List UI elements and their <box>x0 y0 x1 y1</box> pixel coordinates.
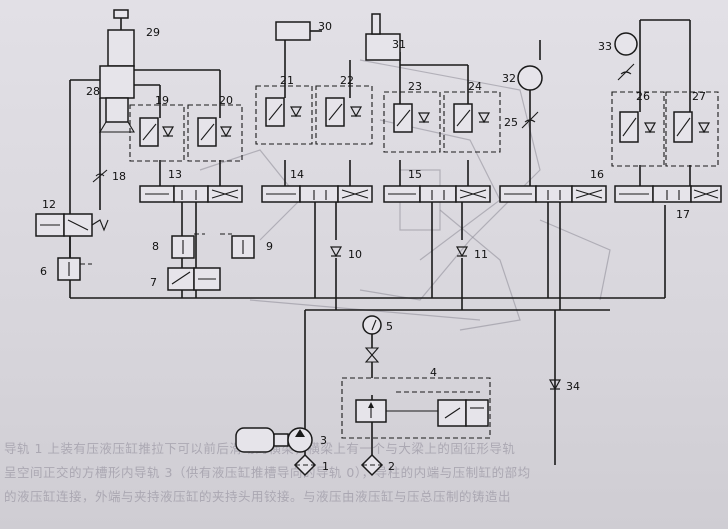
svg-text:34: 34 <box>566 380 580 393</box>
unloading-valve-b <box>465 399 489 427</box>
valve-14-center <box>299 185 339 203</box>
svg-text:3: 3 <box>320 434 327 447</box>
throttle-check-20 <box>187 104 243 162</box>
valve-15-center <box>419 185 457 203</box>
svg-text:26: 26 <box>636 90 650 103</box>
svg-text:13: 13 <box>168 168 182 181</box>
throttle-check-26 <box>611 91 665 167</box>
valve-17-center <box>652 185 692 203</box>
svg-text:9: 9 <box>266 240 273 253</box>
hydraulic-motor-33 <box>614 32 638 56</box>
svg-text:20: 20 <box>219 94 233 107</box>
throttle-check-27 <box>665 91 719 167</box>
motor <box>235 427 275 453</box>
svg-text:12: 12 <box>42 198 56 211</box>
svg-text:1: 1 <box>322 460 329 473</box>
svg-text:11: 11 <box>474 248 488 261</box>
svg-text:24: 24 <box>468 80 482 93</box>
throttle-check-21 <box>255 85 313 145</box>
svg-text:17: 17 <box>676 208 690 221</box>
cylinder-28 <box>99 65 135 99</box>
relief-block-4 <box>341 377 491 439</box>
svg-text:19: 19 <box>155 94 169 107</box>
cylinder-29 <box>107 29 135 67</box>
svg-text:27: 27 <box>692 90 706 103</box>
svg-text:23: 23 <box>408 80 422 93</box>
throttle-check-22 <box>315 85 373 145</box>
svg-text:15: 15 <box>408 168 422 181</box>
throttle-check-19 <box>129 104 185 162</box>
svg-text:31: 31 <box>392 38 406 51</box>
svg-text:18: 18 <box>112 170 126 183</box>
svg-text:21: 21 <box>280 74 294 87</box>
svg-text:29: 29 <box>146 26 160 39</box>
background-text-line: 的液压缸连接，外端与夹持液压缸的夹持头用铰接。与液压由液压缸与压总压制的铸造出 <box>4 489 512 504</box>
svg-text:25: 25 <box>504 116 518 129</box>
svg-text:8: 8 <box>152 240 159 253</box>
svg-text:33: 33 <box>598 40 612 53</box>
pressure-gauge-5 <box>362 315 382 335</box>
background-text-line: 呈空间正交的方槽形内导轨 3（供有液压缸推槽导向的导轨 0），导柱的内端与压制缸… <box>4 465 531 480</box>
cylinder-30 <box>275 21 311 41</box>
valve-13-center <box>173 185 209 203</box>
svg-text:30: 30 <box>318 20 332 33</box>
pump-3 <box>287 427 313 453</box>
svg-text:16: 16 <box>590 168 604 181</box>
valve-16-center <box>535 185 573 203</box>
solenoid-valve-7-a <box>167 267 195 291</box>
svg-text:4: 4 <box>430 366 437 379</box>
svg-text:6: 6 <box>40 265 47 278</box>
svg-text:5: 5 <box>386 320 393 333</box>
svg-text:7: 7 <box>150 276 157 289</box>
svg-text:28: 28 <box>86 85 100 98</box>
svg-text:2: 2 <box>388 460 395 473</box>
svg-text:32: 32 <box>502 72 516 85</box>
svg-text:10: 10 <box>348 248 362 261</box>
svg-text:22: 22 <box>340 74 354 87</box>
cylinder-31 <box>365 33 401 61</box>
hydraulic-motor-32 <box>517 65 543 91</box>
coupling <box>273 433 289 447</box>
svg-text:14: 14 <box>290 168 304 181</box>
throttle-check-24 <box>443 91 501 153</box>
throttle-check-23 <box>383 91 441 153</box>
